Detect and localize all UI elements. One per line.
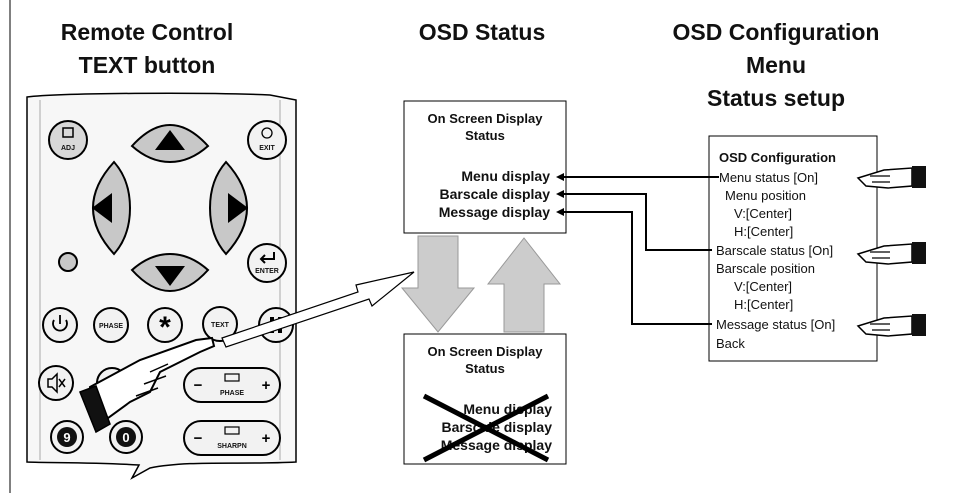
- status-bottom-title-line2: Status: [465, 361, 505, 376]
- pointing-hand-icon: [79, 336, 216, 434]
- power-button[interactable]: [42, 307, 78, 343]
- adj-label: ADJ: [61, 145, 75, 152]
- message-status-item[interactable]: Message status [On]: [716, 317, 835, 332]
- num0-button[interactable]: 0: [109, 420, 143, 454]
- sharpness-icon: [224, 426, 240, 435]
- phase-minus-label: −: [194, 377, 203, 394]
- remote-control: ADJ EXIT ENTER: [26, 92, 297, 480]
- cross-out-line-2: [422, 393, 550, 463]
- barscale-position-item[interactable]: Barscale position: [716, 261, 815, 276]
- pointing-hand-icon-2: [856, 242, 926, 265]
- adj-button[interactable]: ADJ: [48, 120, 88, 160]
- phase-icon: [224, 373, 240, 382]
- menu-status-item[interactable]: Menu status [On]: [719, 170, 818, 185]
- sharpn-label: SHARPN: [217, 443, 247, 450]
- config-header-line2: Menu: [746, 52, 806, 78]
- status-top-barscale-display: Barscale display: [439, 186, 550, 202]
- status-top-menu-display: Menu display: [461, 168, 550, 184]
- status-top-title-line1: On Screen Display: [428, 111, 544, 126]
- text-button-label: TEXT: [211, 322, 230, 329]
- phase-small-button[interactable]: PHASE: [93, 307, 129, 343]
- power-icon: [52, 319, 68, 332]
- num9-button[interactable]: 9: [50, 420, 84, 454]
- osd-status-box-bottom: On Screen Display Status Menu display Ba…: [403, 333, 567, 465]
- hand-cuff: [79, 385, 111, 434]
- mute-speaker-icon: [47, 372, 58, 394]
- exit-label: EXIT: [259, 145, 275, 152]
- mute-button[interactable]: [38, 365, 74, 401]
- menu-square-icon: [62, 127, 74, 138]
- barscale-position-v[interactable]: V:[Center]: [734, 279, 792, 294]
- enter-button[interactable]: ENTER: [247, 243, 287, 283]
- config-header-line3: Status setup: [707, 85, 845, 111]
- menu-position-item[interactable]: Menu position: [725, 188, 806, 203]
- phase-small-label: PHASE: [99, 323, 123, 330]
- barscale-status-connector: [556, 190, 712, 251]
- star-button[interactable]: *: [147, 307, 183, 344]
- exit-button[interactable]: EXIT: [247, 120, 287, 160]
- pointing-hand-icon-1: [856, 166, 926, 189]
- num9-label: 9: [63, 430, 70, 445]
- barscale-position-h[interactable]: H:[Center]: [734, 297, 793, 312]
- config-menu-title: OSD Configuration: [719, 150, 836, 165]
- num0-label: 0: [122, 430, 129, 445]
- enter-return-icon: [259, 252, 275, 264]
- up-arrow-icon: [155, 130, 185, 150]
- text-button[interactable]: TEXT: [202, 306, 238, 342]
- message-status-connector: [556, 208, 712, 325]
- status-bottom-title-line1: On Screen Display: [428, 344, 544, 359]
- phase-plus-label: +: [262, 377, 271, 394]
- phase-label: PHASE: [220, 390, 244, 397]
- remote-header-line1: Remote Control: [61, 19, 234, 45]
- text-to-status-arrow: [221, 271, 415, 348]
- back-item[interactable]: Back: [716, 336, 745, 351]
- osd-config-menu: OSD Configuration Menu status [On] Menu …: [708, 135, 878, 362]
- barscale-status-item[interactable]: Barscale status [On]: [716, 243, 833, 258]
- enter-label: ENTER: [255, 268, 279, 275]
- config-header-line1: OSD Configuration: [673, 19, 880, 45]
- down-toggle-arrow: [400, 235, 476, 333]
- status-top-message-display: Message display: [439, 204, 550, 220]
- sharpness-rocker[interactable]: − + SHARPN: [183, 420, 281, 456]
- left-arrow-icon: [92, 193, 112, 223]
- exit-circle-icon: [261, 127, 273, 139]
- dpad: [92, 124, 248, 292]
- menu-position-v[interactable]: V:[Center]: [734, 206, 792, 221]
- phase-rocker[interactable]: − + PHASE: [183, 367, 281, 403]
- status-top-title-line2: Status: [465, 128, 505, 143]
- pointing-hand-icon-3: [856, 314, 926, 337]
- menu-position-h[interactable]: H:[Center]: [734, 224, 793, 239]
- osd-status-box-top: On Screen Display Status Menu display Ba…: [403, 100, 567, 234]
- sharpn-plus-label: +: [262, 430, 271, 447]
- star-icon: *: [159, 311, 171, 344]
- right-arrow-icon: [228, 193, 248, 223]
- up-toggle-arrow: [486, 237, 562, 333]
- sharpn-minus-label: −: [194, 430, 203, 447]
- small-round-button[interactable]: [58, 252, 78, 272]
- down-arrow-icon: [155, 266, 185, 286]
- remote-header-line2: TEXT button: [79, 52, 216, 78]
- osd-status-header: OSD Status: [419, 19, 546, 45]
- status-bottom-barscale-display: Barscale display: [441, 419, 552, 435]
